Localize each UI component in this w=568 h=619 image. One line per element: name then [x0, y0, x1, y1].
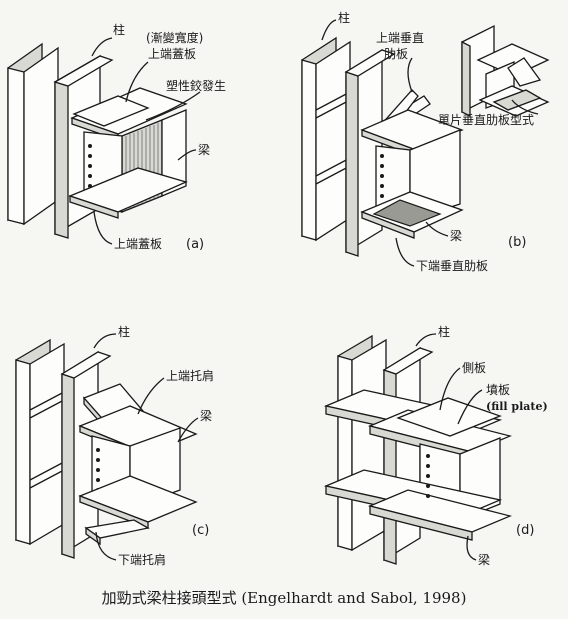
label-note-a: (漸變寬度)	[146, 30, 203, 45]
label-column-a: 柱	[113, 22, 125, 37]
label-top-rib-b-2: 肋板	[384, 46, 408, 61]
label-beam-a: 梁	[198, 142, 210, 157]
label-fill-plate-en-d: (fill plate)	[486, 400, 548, 413]
label-beam-c: 梁	[200, 408, 212, 423]
label-plastic-hinge-a: 塑性鉸發生	[166, 78, 226, 93]
panel-a: 柱 (漸變寬度) 上端蓋板 塑性鉸發生 梁 上端蓋板 (a)	[7, 22, 226, 252]
label-beam-d: 梁	[478, 552, 490, 567]
panel-d: 柱 側板 墳板 (fill plate) (d) 梁	[323, 324, 548, 567]
label-single-rib-type: 單片垂直肋板型式	[438, 112, 534, 127]
label-side-plate-d: 側板	[462, 361, 486, 375]
panel-tag-d: (d)	[516, 523, 534, 538]
label-fill-plate-cn-d: 墳板	[486, 383, 510, 397]
label-column-d: 柱	[438, 324, 450, 339]
label-top-cover-plate-a: 上端蓋板	[148, 47, 196, 61]
label-column-b: 柱	[338, 10, 350, 25]
label-beam-b: 梁	[450, 228, 462, 243]
panel-c: 柱 上端托肩 梁 (c) 下端托肩	[15, 324, 214, 567]
panel-b: 柱 上端垂直 肋板 單片垂直肋板型式 梁 (b) 下端垂直肋板	[301, 10, 550, 273]
label-bottom-rib-b: 下端垂直肋板	[416, 258, 488, 273]
label-bottom-bracket-c: 下端托肩	[118, 552, 166, 567]
label-top-rib-b-1: 上端垂直	[376, 31, 424, 45]
figure-caption: 加勁式梁柱接頭型式 (Engelhardt and Sabol, 1998)	[102, 589, 467, 607]
panel-tag-c: (c)	[192, 523, 209, 538]
panel-tag-a: (a)	[186, 237, 204, 252]
label-top-bracket-c: 上端托肩	[166, 368, 214, 383]
label-bottom-cover-plate-a: 上端蓋板	[114, 237, 162, 251]
panel-tag-b: (b)	[508, 235, 526, 250]
label-column-c: 柱	[118, 324, 130, 339]
